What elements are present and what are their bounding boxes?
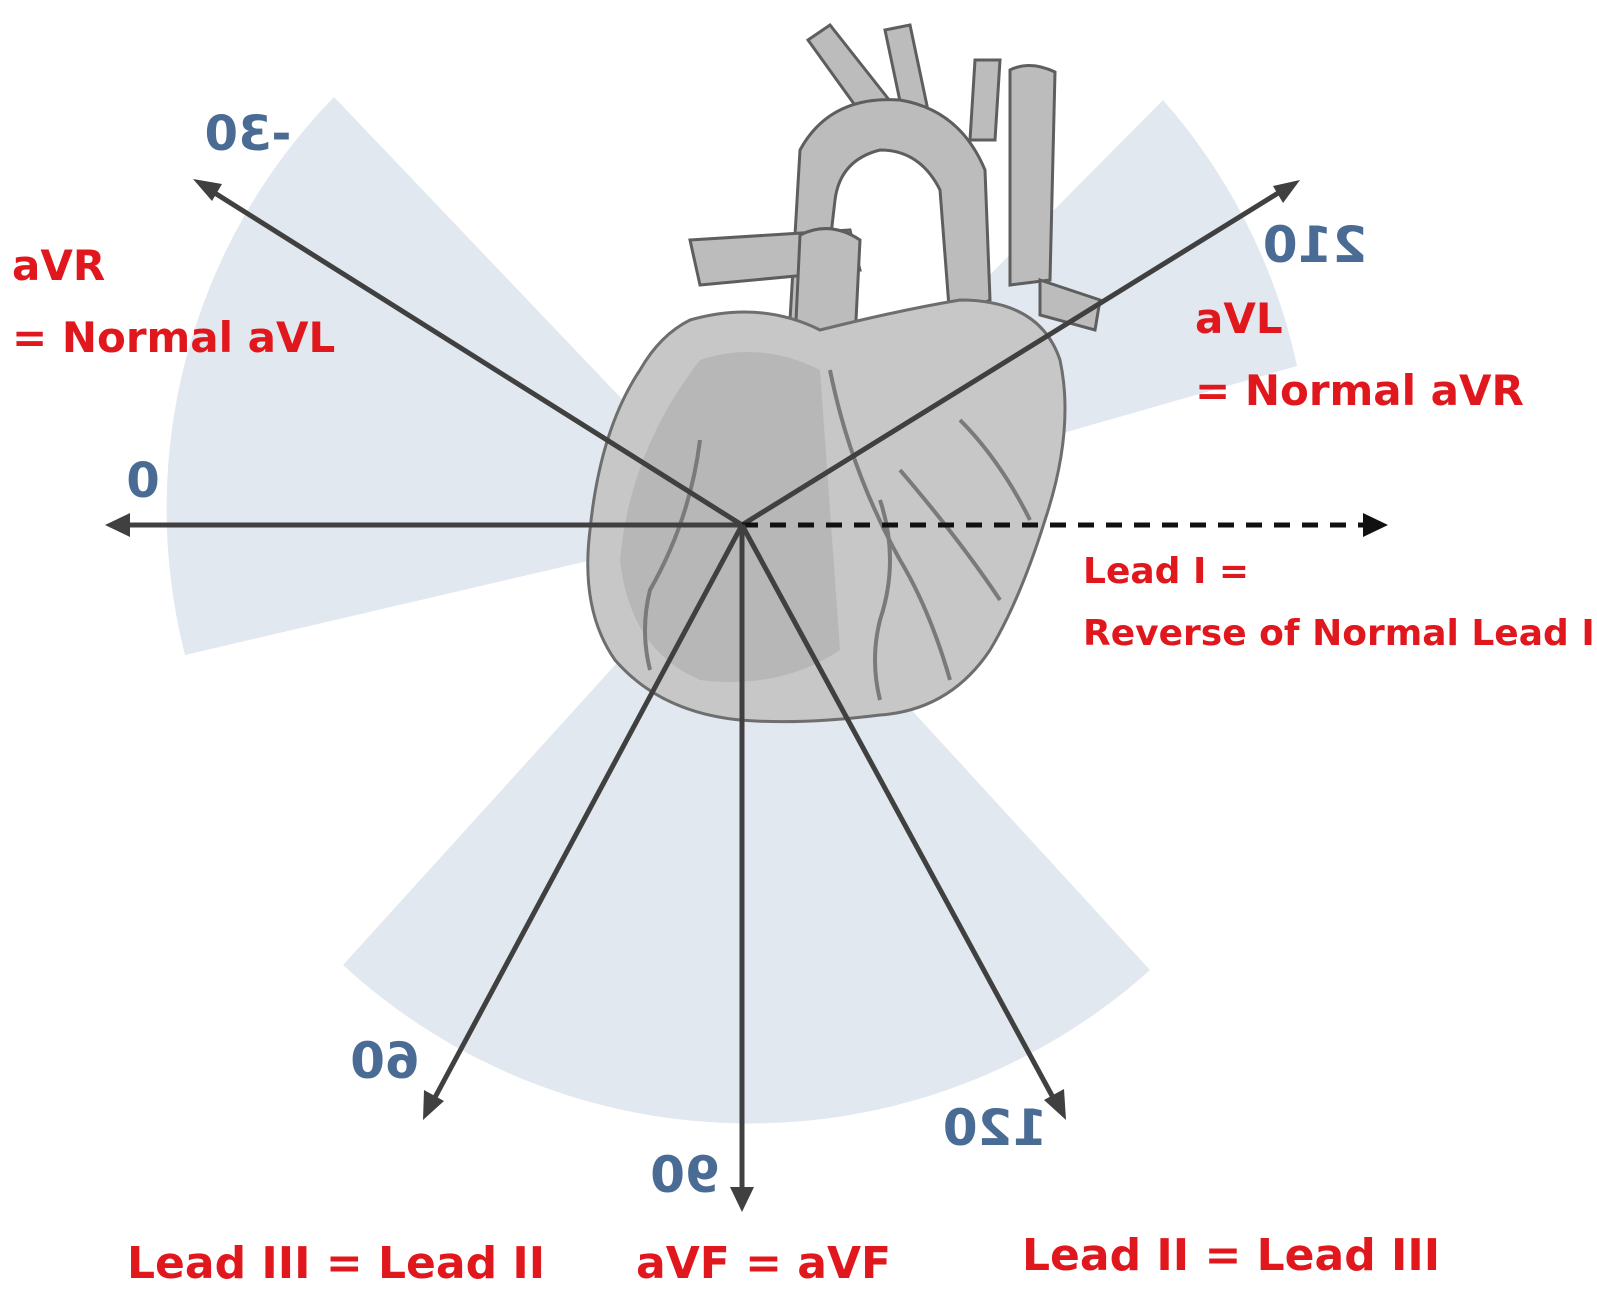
- aorta-branch-3: [970, 60, 1000, 140]
- avr-normal-avl-label: = Normal aVL: [12, 313, 335, 362]
- lead1-reverse-label: Reverse of Normal Lead I: [1083, 613, 1595, 654]
- axis-0-arrowhead: [105, 513, 130, 537]
- lead1-label: Lead I =: [1083, 551, 1249, 592]
- avl-label: aVL: [1195, 294, 1283, 343]
- avl-normal-avr-label: = Normal aVR: [1195, 366, 1524, 415]
- angle-label-120: 120: [943, 1099, 1047, 1157]
- angle-label-minus30: -30: [205, 106, 292, 162]
- lead2-equals-lead3-label: Lead II = Lead III: [1022, 1230, 1440, 1281]
- avr-label: aVR: [12, 241, 105, 290]
- superior-vena-cava: [1010, 65, 1055, 285]
- axis-60-arrowhead: [423, 1090, 444, 1120]
- axis-210-arrowhead: [1273, 180, 1300, 203]
- angle-label-210: 210: [1263, 216, 1367, 274]
- lead3-equals-lead2-label: Lead III = Lead II: [127, 1238, 545, 1289]
- angle-label-90: 90: [650, 1146, 720, 1204]
- axis-90-arrowhead: [730, 1187, 754, 1212]
- heart-illustration: [588, 25, 1100, 722]
- angle-label-60: 60: [350, 1032, 420, 1090]
- avf-equals-avf-label: aVF = aVF: [636, 1238, 891, 1289]
- angle-label-0: 0: [126, 453, 159, 509]
- axis-lead1-arrowhead: [1363, 513, 1388, 537]
